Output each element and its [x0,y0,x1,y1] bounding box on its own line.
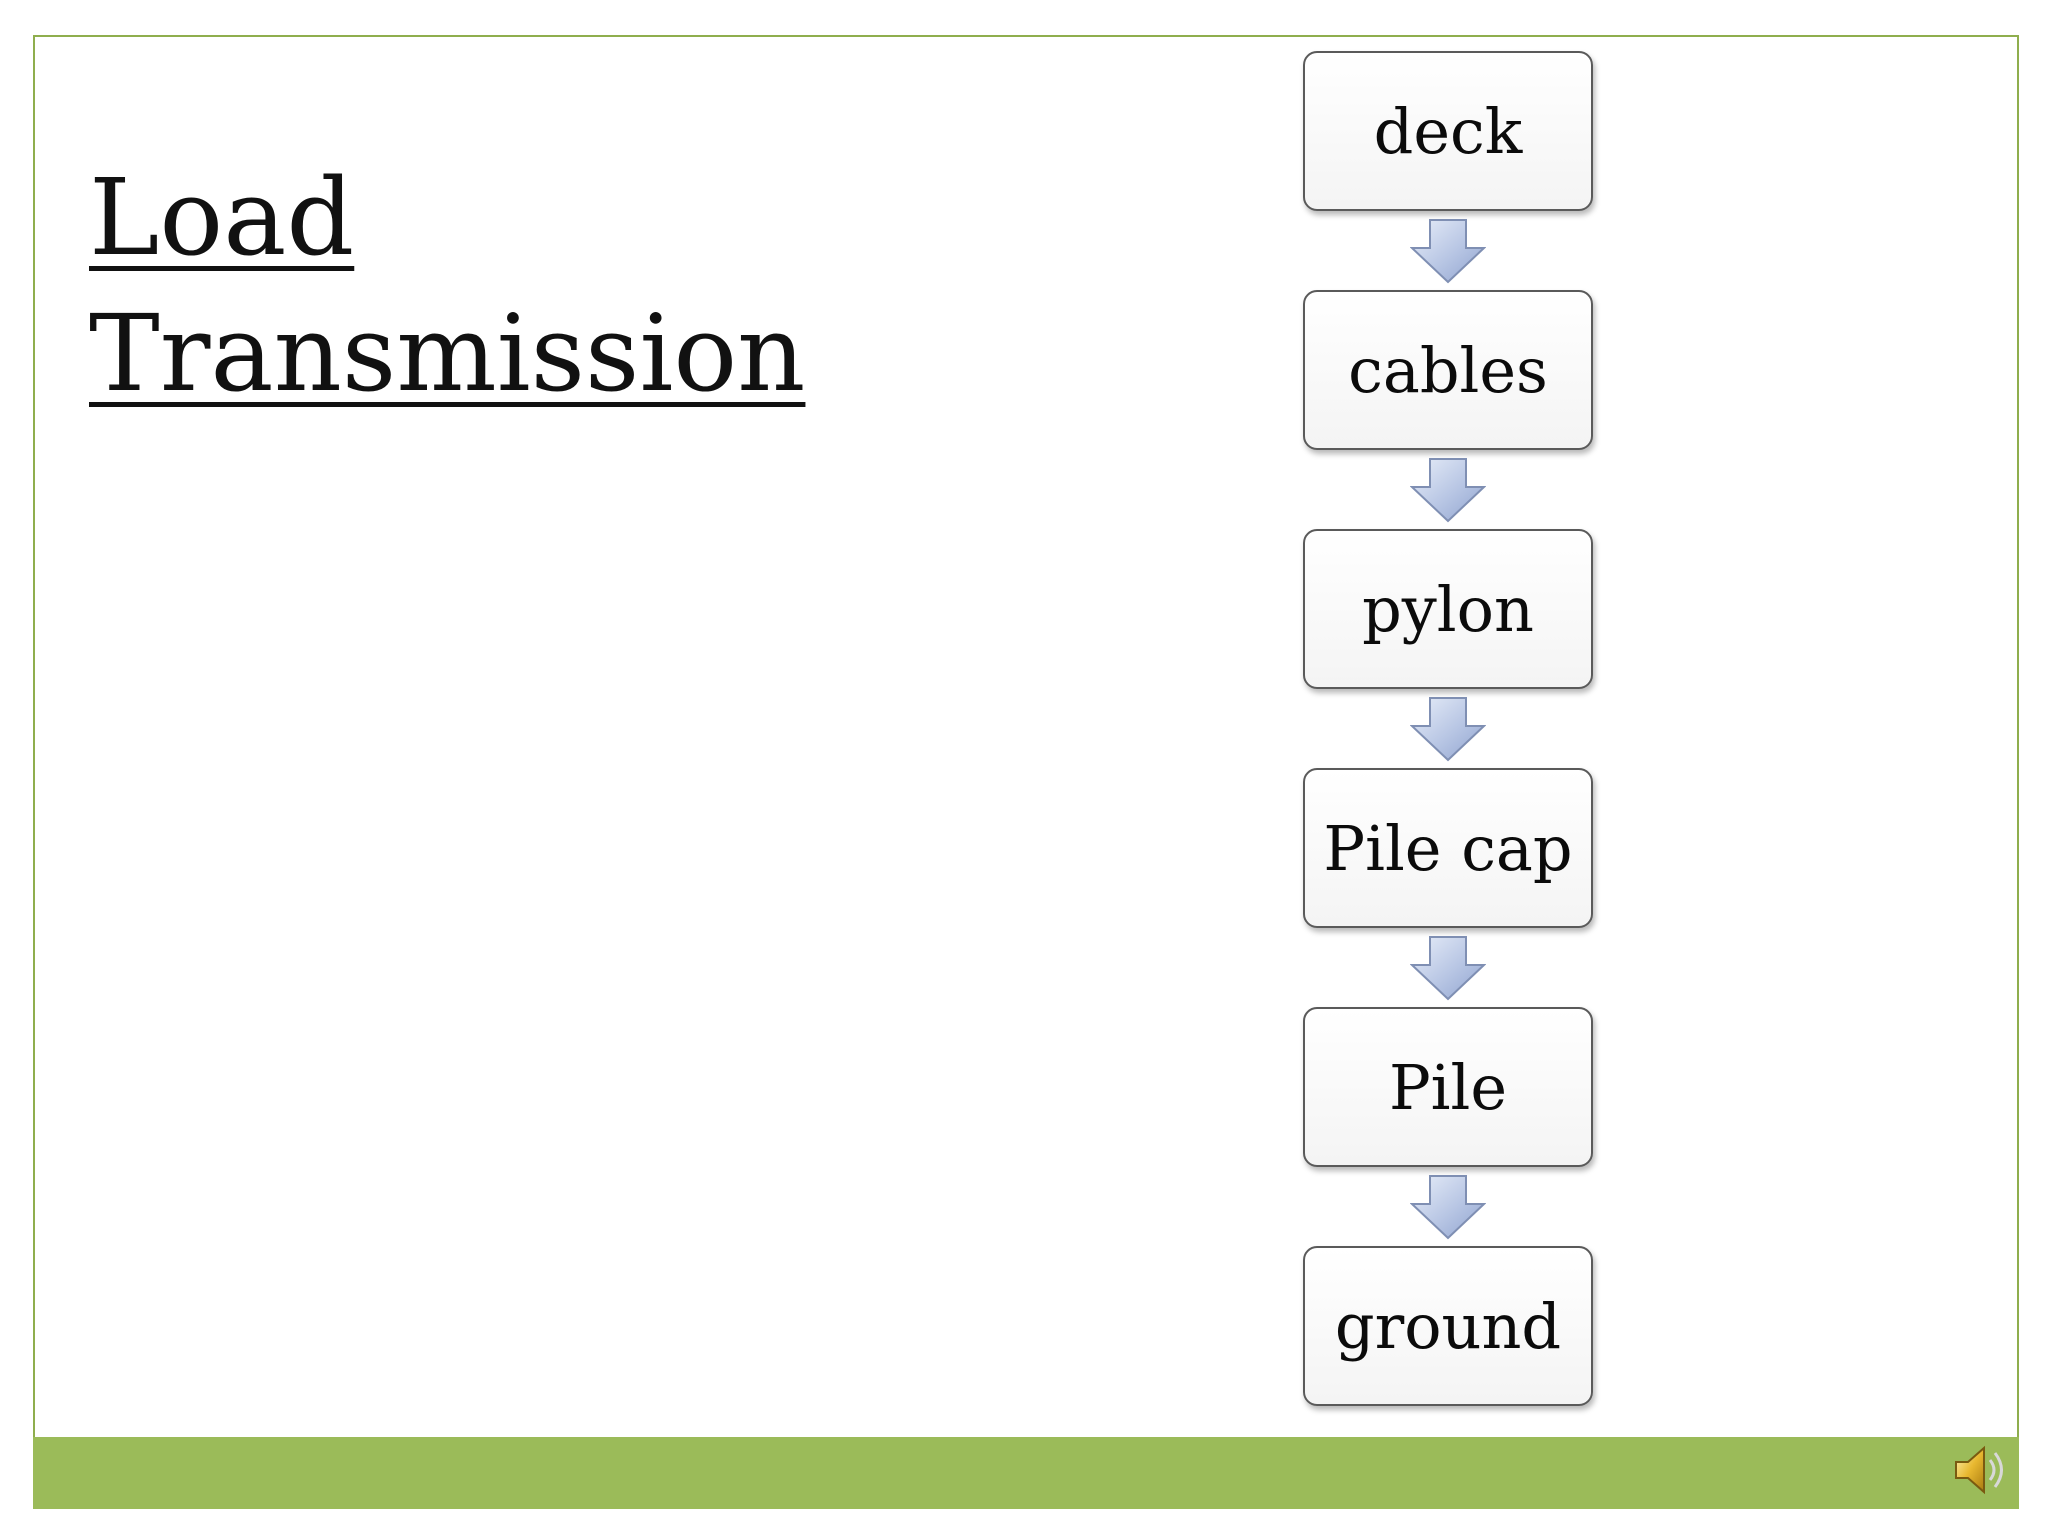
down-arrow-icon [1410,1175,1486,1240]
flow-box-cables: cables [1303,290,1593,450]
bottom-accent-bar [33,1437,2019,1509]
title-line-1: Load [89,156,355,279]
flow-box-pile-cap: Pile cap [1303,768,1593,928]
down-arrow-icon [1410,697,1486,762]
flow-box-ground: ground [1303,1246,1593,1406]
slide-frame [33,35,2019,1509]
slide-title: Load Transmission [89,150,805,422]
down-arrow-icon [1410,458,1486,523]
flow-box-pylon: pylon [1303,529,1593,689]
title-line-2: Transmission [89,292,806,415]
down-arrow-icon [1410,936,1486,1001]
speaker-icon[interactable] [1952,1440,2010,1500]
flow-box-pile: Pile [1303,1007,1593,1167]
flow-box-deck: deck [1303,51,1593,211]
down-arrow-icon [1410,219,1486,284]
